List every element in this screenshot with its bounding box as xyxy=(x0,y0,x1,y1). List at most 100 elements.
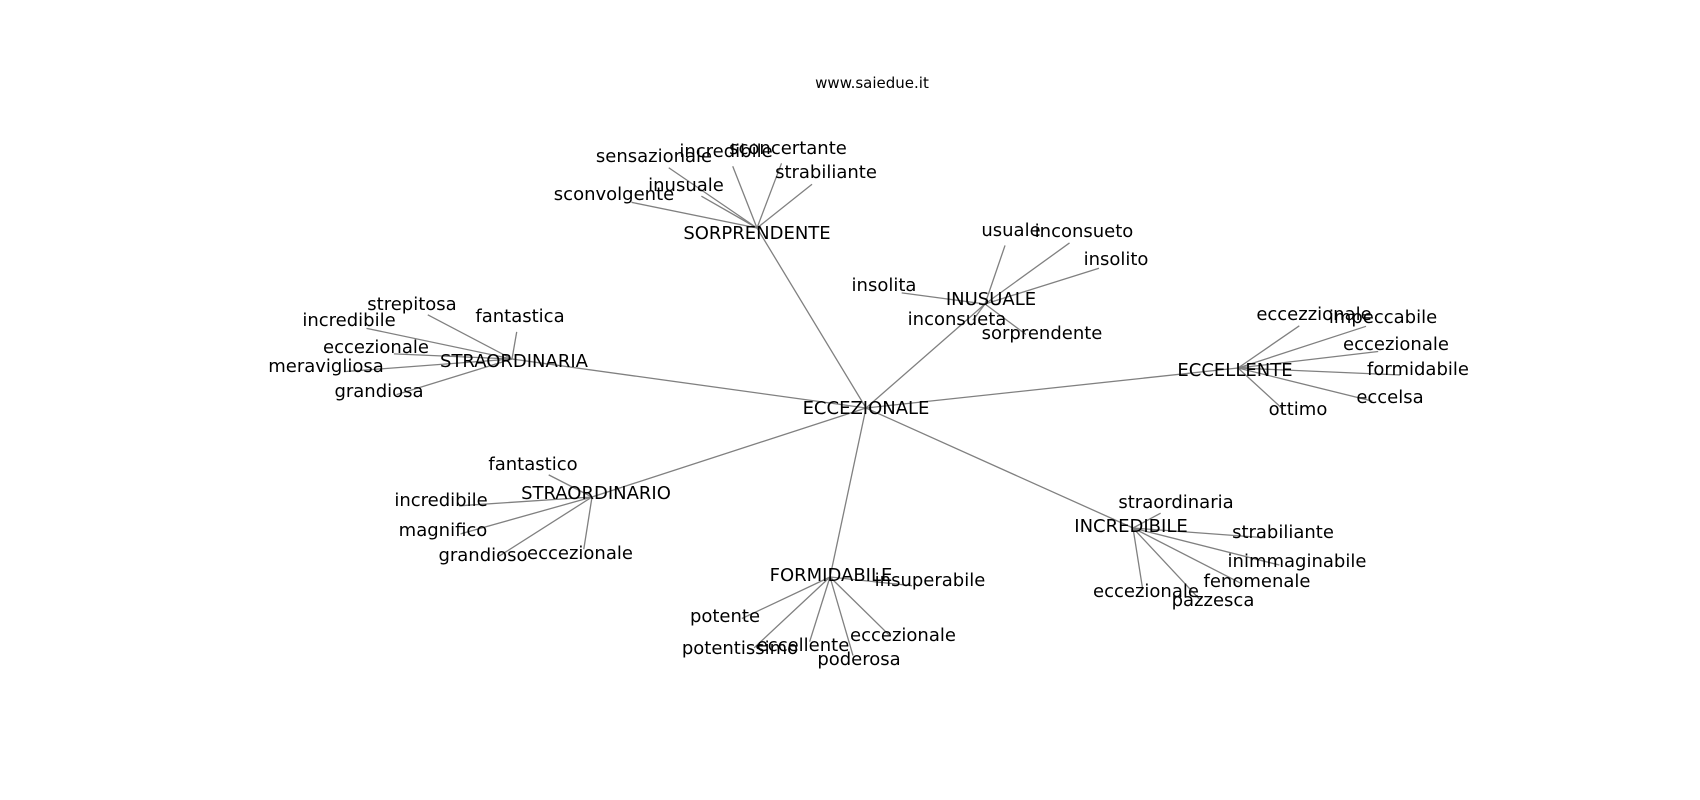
edge-inusuale-to-insolita xyxy=(901,292,986,305)
leaf-node-label-potente: potente xyxy=(690,606,760,627)
leaf-node-label-sorprendente: sorprendente xyxy=(982,323,1103,344)
leaf-node-label-eccezionale: eccezionale xyxy=(527,543,633,564)
leaf-node-label-grandiosa: grandiosa xyxy=(334,381,423,402)
edge-incredibile-to-pazzesca xyxy=(1132,527,1201,600)
leaf-node-label-fantastica: fantastica xyxy=(475,306,564,327)
edge-sorprendente-to-sconcertante xyxy=(756,163,783,229)
edge-straordinaria-to-fantastica xyxy=(511,331,518,360)
edge-straordinario-to-magnifico xyxy=(460,496,593,535)
edge-inusuale-to-sorprendente xyxy=(984,303,1027,335)
hub-node-label-straordinario: STRAORDINARIO xyxy=(521,483,671,504)
edge-straordinario-to-fantastico xyxy=(548,474,593,498)
edge-straordinario-to-grandioso xyxy=(498,496,593,557)
edge-incredibile-to-inimmaginabile xyxy=(1132,527,1280,566)
edge-sorprendente-to-sconvolgente xyxy=(631,201,758,229)
leaf-node-label-eccezionale: eccezionale xyxy=(1093,581,1199,602)
edge-root-to-eccellente xyxy=(865,367,1239,409)
leaf-node-label-strabiliante: strabiliante xyxy=(1232,522,1334,543)
edge-sorprendente-to-inusuale xyxy=(701,195,758,229)
edge-root-to-inusuale xyxy=(865,303,986,409)
edge-straordinaria-to-grandiosa xyxy=(396,358,513,396)
leaf-node-label-fenomenale: fenomenale xyxy=(1204,571,1311,592)
leaf-node-label-incredibile: incredibile xyxy=(394,490,487,511)
leaf-node-label-eccelsa: eccelsa xyxy=(1356,387,1423,408)
hub-node-label-incredibile: INCREDIBILE xyxy=(1074,516,1187,537)
edge-inusuale-to-insolito xyxy=(984,267,1100,305)
leaf-node-label-sconvolgente: sconvolgente xyxy=(554,184,674,205)
edge-inusuale-to-usuale xyxy=(984,245,1006,305)
edge-incredibile-to-strabiliante xyxy=(1132,527,1266,539)
edge-eccellente-to-eccezionale xyxy=(1237,350,1379,369)
leaf-node-label-potentissimo: potentissimo xyxy=(682,638,798,659)
edge-incredibile-to-straordinaria xyxy=(1132,512,1161,529)
hub-node-label-formidabile: FORMIDABILE xyxy=(770,565,893,586)
edge-incredibile-to-eccezionale xyxy=(1132,527,1144,588)
edge-sorprendente-to-strabiliante xyxy=(756,183,813,229)
leaf-node-label-impeccabile: impeccabile xyxy=(1329,307,1437,328)
leaf-node-label-eccezionale: eccezionale xyxy=(1343,334,1449,355)
edge-root-to-incredibile xyxy=(865,407,1134,529)
edge-formidabile-to-potente xyxy=(741,576,831,620)
edge-sorprendente-to-incredibile xyxy=(732,166,758,229)
edge-formidabile-to-poderosa xyxy=(829,576,854,656)
edge-eccellente-to-impeccabile xyxy=(1237,325,1367,369)
edge-root-to-formidabile xyxy=(829,407,867,578)
leaf-node-label-strabiliante: strabiliante xyxy=(775,162,877,183)
edge-inusuale-to-inconsueto xyxy=(984,242,1070,305)
leaf-node-label-eccellente: eccellente xyxy=(757,635,850,656)
leaf-node-label-insolito: insolito xyxy=(1084,249,1149,270)
leaf-node-label-sconcertante: sconcertante xyxy=(729,138,847,159)
graph-edges xyxy=(343,163,1401,656)
leaf-node-label-straordinaria: straordinaria xyxy=(1118,492,1233,513)
leaf-node-label-eccezionale: eccezionale xyxy=(323,337,429,358)
edge-incredibile-to-fenomenale xyxy=(1132,527,1241,584)
leaf-node-label-poderosa: poderosa xyxy=(817,649,900,670)
graph-labels: ECCEZIONALESORPRENDENTEsensazionaleincre… xyxy=(268,138,1469,670)
edge-root-to-straordinaria xyxy=(511,358,867,409)
edge-formidabile-to-eccellente xyxy=(809,576,831,642)
edge-root-to-straordinario xyxy=(591,407,867,498)
edge-straordinaria-to-meravigliosa xyxy=(343,358,513,373)
leaf-node-label-grandioso: grandioso xyxy=(438,545,527,566)
edge-inusuale-to-inconsueta xyxy=(972,303,986,321)
edge-formidabile-to-eccezionale xyxy=(829,576,890,636)
leaf-node-label-formidabile: formidabile xyxy=(1367,359,1469,380)
hub-node-label-straordinaria: STRAORDINARIA xyxy=(440,351,589,372)
edge-eccellente-to-formidabile xyxy=(1237,367,1401,376)
leaf-node-label-eccezionale: eccezionale xyxy=(850,625,956,646)
edge-straordinaria-to-strepitosa xyxy=(427,314,513,360)
edge-straordinaria-to-incredibile xyxy=(366,327,513,360)
edge-straordinario-to-eccezionale xyxy=(583,496,593,550)
leaf-node-label-inusuale: inusuale xyxy=(648,175,724,196)
source-caption: www.saiedue.it xyxy=(815,74,929,92)
leaf-node-label-usuale: usuale xyxy=(981,220,1040,241)
edge-eccellente-to-eccezzionale xyxy=(1237,325,1300,369)
leaf-node-label-inimmaginabile: inimmaginabile xyxy=(1228,551,1367,572)
leaf-node-label-insuperabile: insuperabile xyxy=(875,570,986,591)
leaf-node-label-sensazionale: sensazionale xyxy=(596,146,712,167)
leaf-node-label-eccezzionale: eccezzionale xyxy=(1256,304,1371,325)
leaf-node-label-incredibile: incredibile xyxy=(302,310,395,331)
leaf-node-label-magnifico: magnifico xyxy=(399,520,488,541)
edge-formidabile-to-potentissimo xyxy=(753,576,831,649)
leaf-node-label-insolita: insolita xyxy=(852,275,917,296)
leaf-node-label-strepitosa: strepitosa xyxy=(367,294,456,315)
edge-eccellente-to-ottimo xyxy=(1237,367,1284,410)
leaf-node-label-inconsueto: inconsueto xyxy=(1035,221,1134,242)
edge-formidabile-to-insuperabile xyxy=(829,576,913,587)
leaf-node-label-fantastico: fantastico xyxy=(488,454,577,475)
leaf-node-label-inconsueta: inconsueta xyxy=(908,309,1007,330)
leaf-node-label-ottimo: ottimo xyxy=(1269,399,1328,420)
leaf-node-label-meravigliosa: meravigliosa xyxy=(268,356,384,377)
leaf-node-label-incredibile: incredibile xyxy=(679,141,772,162)
edge-straordinaria-to-eccezionale xyxy=(393,353,513,360)
edge-straordinario-to-incredibile xyxy=(458,496,593,507)
hub-node-label-inusuale: INUSUALE xyxy=(946,289,1036,310)
hub-node-label-sorprendente: SORPRENDENTE xyxy=(683,223,830,244)
hub-node-label-eccellente: ECCELLENTE xyxy=(1177,360,1292,381)
edge-eccellente-to-eccelsa xyxy=(1237,367,1373,402)
leaf-node-label-pazzesca: pazzesca xyxy=(1172,590,1255,611)
root-node-label: ECCEZIONALE xyxy=(803,398,930,419)
edge-sorprendente-to-sensazionale xyxy=(668,167,758,229)
